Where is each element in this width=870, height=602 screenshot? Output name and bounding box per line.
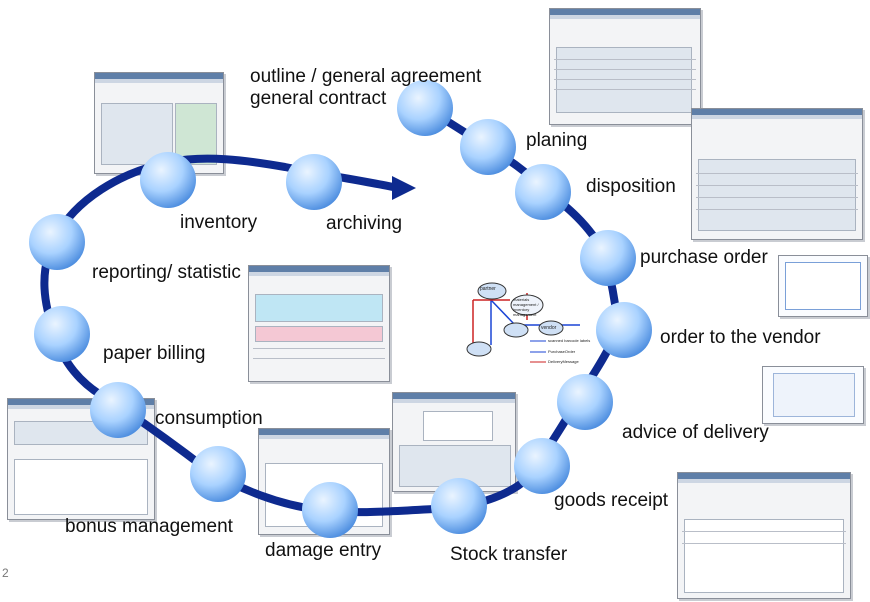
node-outline [397, 80, 453, 136]
center-process-diagram [466, 282, 580, 363]
node-consumption [90, 382, 146, 438]
label-consumption: consumption [155, 408, 263, 429]
center-legend-3: DeliveryMessage [548, 359, 579, 364]
page-number: 2 [2, 566, 9, 580]
screenshot-thumbnail-inventory [94, 72, 224, 174]
node-advice-delivery [557, 374, 613, 430]
label-inventory: inventory [180, 212, 258, 233]
label-purchase-order: purchase order [640, 247, 768, 268]
label-archiving: archiving [326, 213, 403, 234]
node-order-vendor [596, 302, 652, 358]
node-paper-billing [34, 306, 90, 362]
label-order-vendor: order to the vendor [660, 327, 821, 348]
label-outline-line2: general contract [250, 88, 387, 109]
node-archiving [286, 154, 342, 210]
screenshot-thumbnail-stock-transfer [392, 392, 516, 492]
label-reporting-statistic: reporting/ statistic [92, 262, 241, 283]
center-legend-2: PurchaseOrder [548, 349, 576, 354]
node-inventory [140, 152, 196, 208]
label-planing: planing [526, 130, 588, 151]
node-disposition [515, 164, 571, 220]
arrow-head [392, 176, 416, 200]
node-goods-receipt [514, 438, 570, 494]
label-outline: outline / general agreement general cont… [250, 66, 481, 110]
center-node-partner: partner [480, 286, 496, 292]
center-legend-1: scanned barcode labels [548, 338, 591, 343]
node-stock-transfer [431, 478, 487, 534]
label-goods-receipt: goods receipt [554, 490, 669, 511]
node-damage-entry [302, 482, 358, 538]
node-bonus-management [190, 446, 246, 502]
node-planing [460, 119, 516, 175]
label-outline-line1: outline / general agreement [250, 66, 482, 87]
screenshot-thumbnail-order-vendor [762, 366, 864, 424]
screenshot-thumbnail-purchase-order [778, 255, 868, 317]
label-damage-entry: damage entry [265, 540, 382, 561]
label-disposition: disposition [586, 176, 676, 197]
screenshot-thumbnail-reporting [248, 265, 390, 382]
screenshot-thumbnail-goods-receipt [677, 472, 851, 599]
label-bonus-management: bonus management [65, 516, 233, 537]
label-advice-delivery: advice of delivery [622, 422, 769, 443]
label-paper-billing: paper billing [103, 343, 206, 364]
node-purchase-order [580, 230, 636, 286]
center-node-mm: materials management / inventory managem… [513, 297, 539, 317]
node-reporting [29, 214, 85, 270]
screenshot-thumbnail-planing [549, 8, 701, 125]
label-stock-transfer: Stock transfer [450, 544, 568, 565]
screenshot-thumbnail-disposition [691, 108, 863, 240]
center-node-vendor: vendor [541, 325, 557, 331]
